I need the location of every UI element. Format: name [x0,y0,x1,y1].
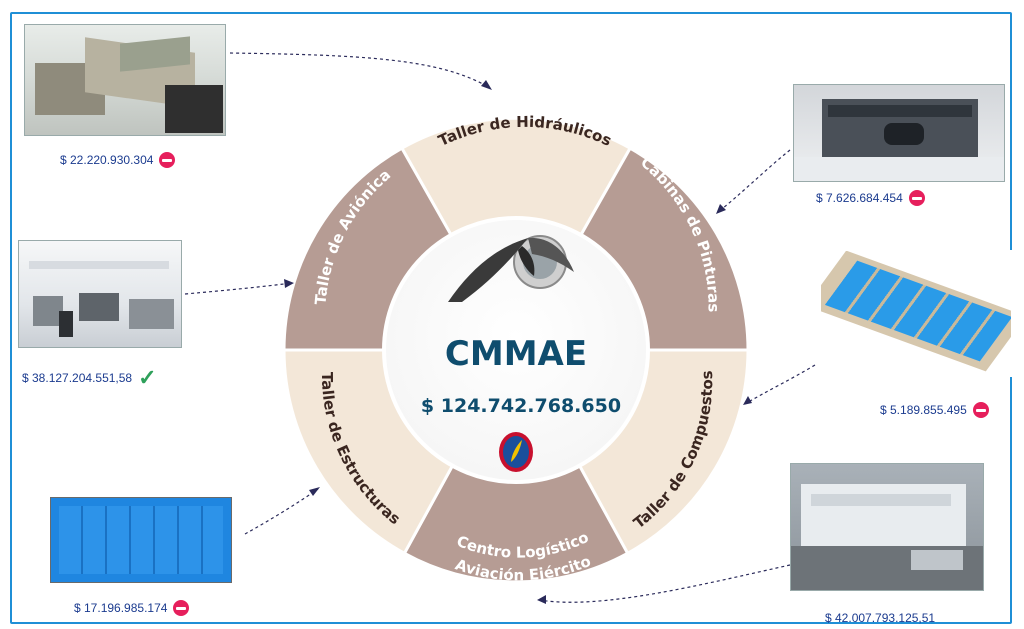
price-cabinas-amount: $ 7.626.684.454 [816,191,903,205]
photo-cabinas [793,84,1005,182]
connector-centro [539,564,791,603]
price-centro-logistico-amount: $ 42.007.793.125,51 [825,611,936,625]
price-hidraulicos: $ 22.220.930.304 [60,152,176,168]
price-cabinas: $ 7.626.684.454 [816,190,925,206]
connector-cabinas [717,149,791,213]
connector-lines [184,52,816,603]
center-total: $ 124.742.768.650 [421,395,621,417]
center-title: CMMAE [445,334,587,374]
price-centro-logistico: $ 42.007.793.125,51 [825,611,935,625]
photo-hidraulicos [24,24,226,136]
minus-icon [972,402,989,418]
price-estructuras-amount: $ 17.196.985.174 [74,601,168,615]
arrowhead-cabinas [716,204,726,214]
price-avionica: $ 38.127.204.551,58 ✓ [22,365,157,390]
minus-icon [173,600,190,616]
price-hidraulicos-amount: $ 22.220.930.304 [60,153,154,167]
connector-estructuras [244,488,319,535]
price-avionica-amount: $ 38.127.204.551,58 [22,371,133,385]
check-icon: ✓ [138,365,157,390]
photo-avionica [18,240,182,348]
eagle-emblem-icon [448,235,574,302]
arrowhead-centro [537,595,546,604]
arrowhead-estructuras [309,487,320,496]
connector-compuestos [744,364,816,405]
arrowhead-compuestos [743,396,752,405]
connector-arrowheads [284,80,752,604]
photo-estructuras [50,497,232,583]
price-compuestos: $ 5.189.855.495 [880,402,989,418]
army-badge-icon [499,432,533,472]
minus-icon [159,152,176,168]
center-hub [382,216,650,484]
minus-icon [908,190,925,206]
wheel-segments [282,116,750,584]
photo-compuestos [820,250,1012,377]
photo-centro-logistico [790,463,984,591]
connector-avionica [184,282,293,295]
arrowhead-hidraulicos [481,80,492,90]
price-compuestos-amount: $ 5.189.855.495 [880,403,967,417]
connector-hidraulicos [229,52,491,89]
price-estructuras: $ 17.196.985.174 [74,600,190,616]
arrowhead-avionica [284,279,294,288]
